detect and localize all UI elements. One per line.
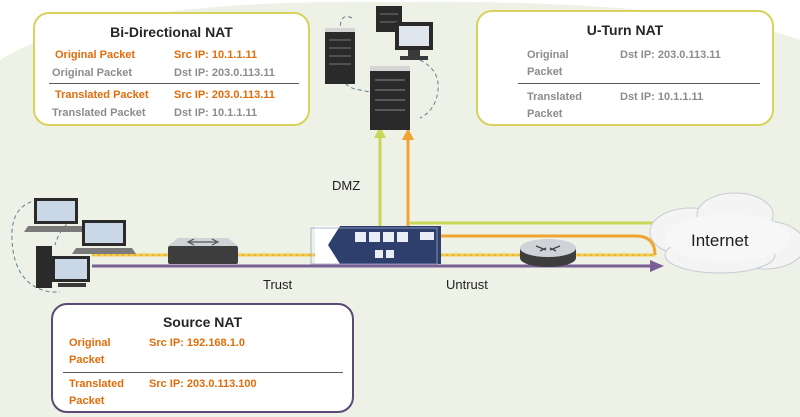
dmz-up-arrowhead xyxy=(374,126,386,138)
server-monitor xyxy=(395,22,433,60)
bidirectional-nat-box: Bi-Directional NAT Original Packet Src I… xyxy=(33,12,310,126)
untrust-label: Untrust xyxy=(446,277,488,292)
uturn-nat-title: U-Turn NAT xyxy=(586,22,664,38)
untrust-arrowhead xyxy=(650,260,664,272)
bidi-row1-label: Original Packet xyxy=(55,49,136,61)
laptop-middle xyxy=(72,220,136,254)
internet-label: Internet xyxy=(691,231,749,250)
source-divider xyxy=(63,372,343,373)
internet-cloud xyxy=(649,192,800,274)
bidi-row4-value: Dst IP: 10.1.1.11 xyxy=(174,107,258,119)
bidi-row3-label: Translated Packet xyxy=(55,89,149,101)
uturn-row1-label-line1: Original xyxy=(527,49,569,61)
source-nat-box: Source NAT Original Packet Src IP: 192.1… xyxy=(51,303,354,413)
router xyxy=(520,239,576,267)
bidirectional-nat-title: Bi-Directional NAT xyxy=(110,24,233,40)
source-row2-label-line2: Packet xyxy=(69,395,105,407)
uturn-row1-label-line2: Packet xyxy=(527,66,563,78)
server-group-dashed-2 xyxy=(419,59,439,119)
uturn-divider xyxy=(518,83,760,84)
bidi-row1-value: Src IP: 10.1.1.11 xyxy=(174,49,258,61)
bidi-row4-label: Translated Packet xyxy=(52,107,146,119)
bidi-divider xyxy=(49,83,299,84)
source-row1-label-line2: Packet xyxy=(69,354,105,366)
laptop-top xyxy=(24,198,88,232)
dmz-down-arrowhead xyxy=(402,128,414,140)
dmz-label: DMZ xyxy=(332,178,361,193)
switch xyxy=(168,238,238,264)
uturn-row1-value: Dst IP: 203.0.113.11 xyxy=(620,49,721,61)
source-row2-value: Src IP: 203.0.113.100 xyxy=(149,378,257,390)
client-group-dashed xyxy=(11,199,60,293)
bidi-row2-label: Original Packet xyxy=(52,67,133,79)
server-group-dashed xyxy=(339,16,371,93)
server-tower-left xyxy=(325,28,355,84)
uturn-nat-box: U-Turn NAT Original Packet Dst IP: 203.0… xyxy=(476,10,774,126)
bidi-row2-value: Dst IP: 203.0.113.11 xyxy=(174,67,275,79)
uturn-row2-label-line1: Translated xyxy=(527,91,583,103)
source-row2-label-line1: Translated xyxy=(69,378,125,390)
source-nat-title: Source NAT xyxy=(162,314,243,330)
uturn-row2-label-line2: Packet xyxy=(527,108,563,120)
bidi-row3-value: Src IP: 203.0.113.11 xyxy=(174,89,275,101)
trust-label: Trust xyxy=(263,277,293,292)
desktop-pc xyxy=(36,246,90,288)
source-row1-label-line1: Original xyxy=(69,337,111,349)
uturn-row2-value: Dst IP: 10.1.1.11 xyxy=(620,91,704,103)
server-tower-main xyxy=(370,66,410,130)
firewall xyxy=(310,226,441,265)
source-row1-value: Src IP: 192.168.1.0 xyxy=(149,337,246,349)
